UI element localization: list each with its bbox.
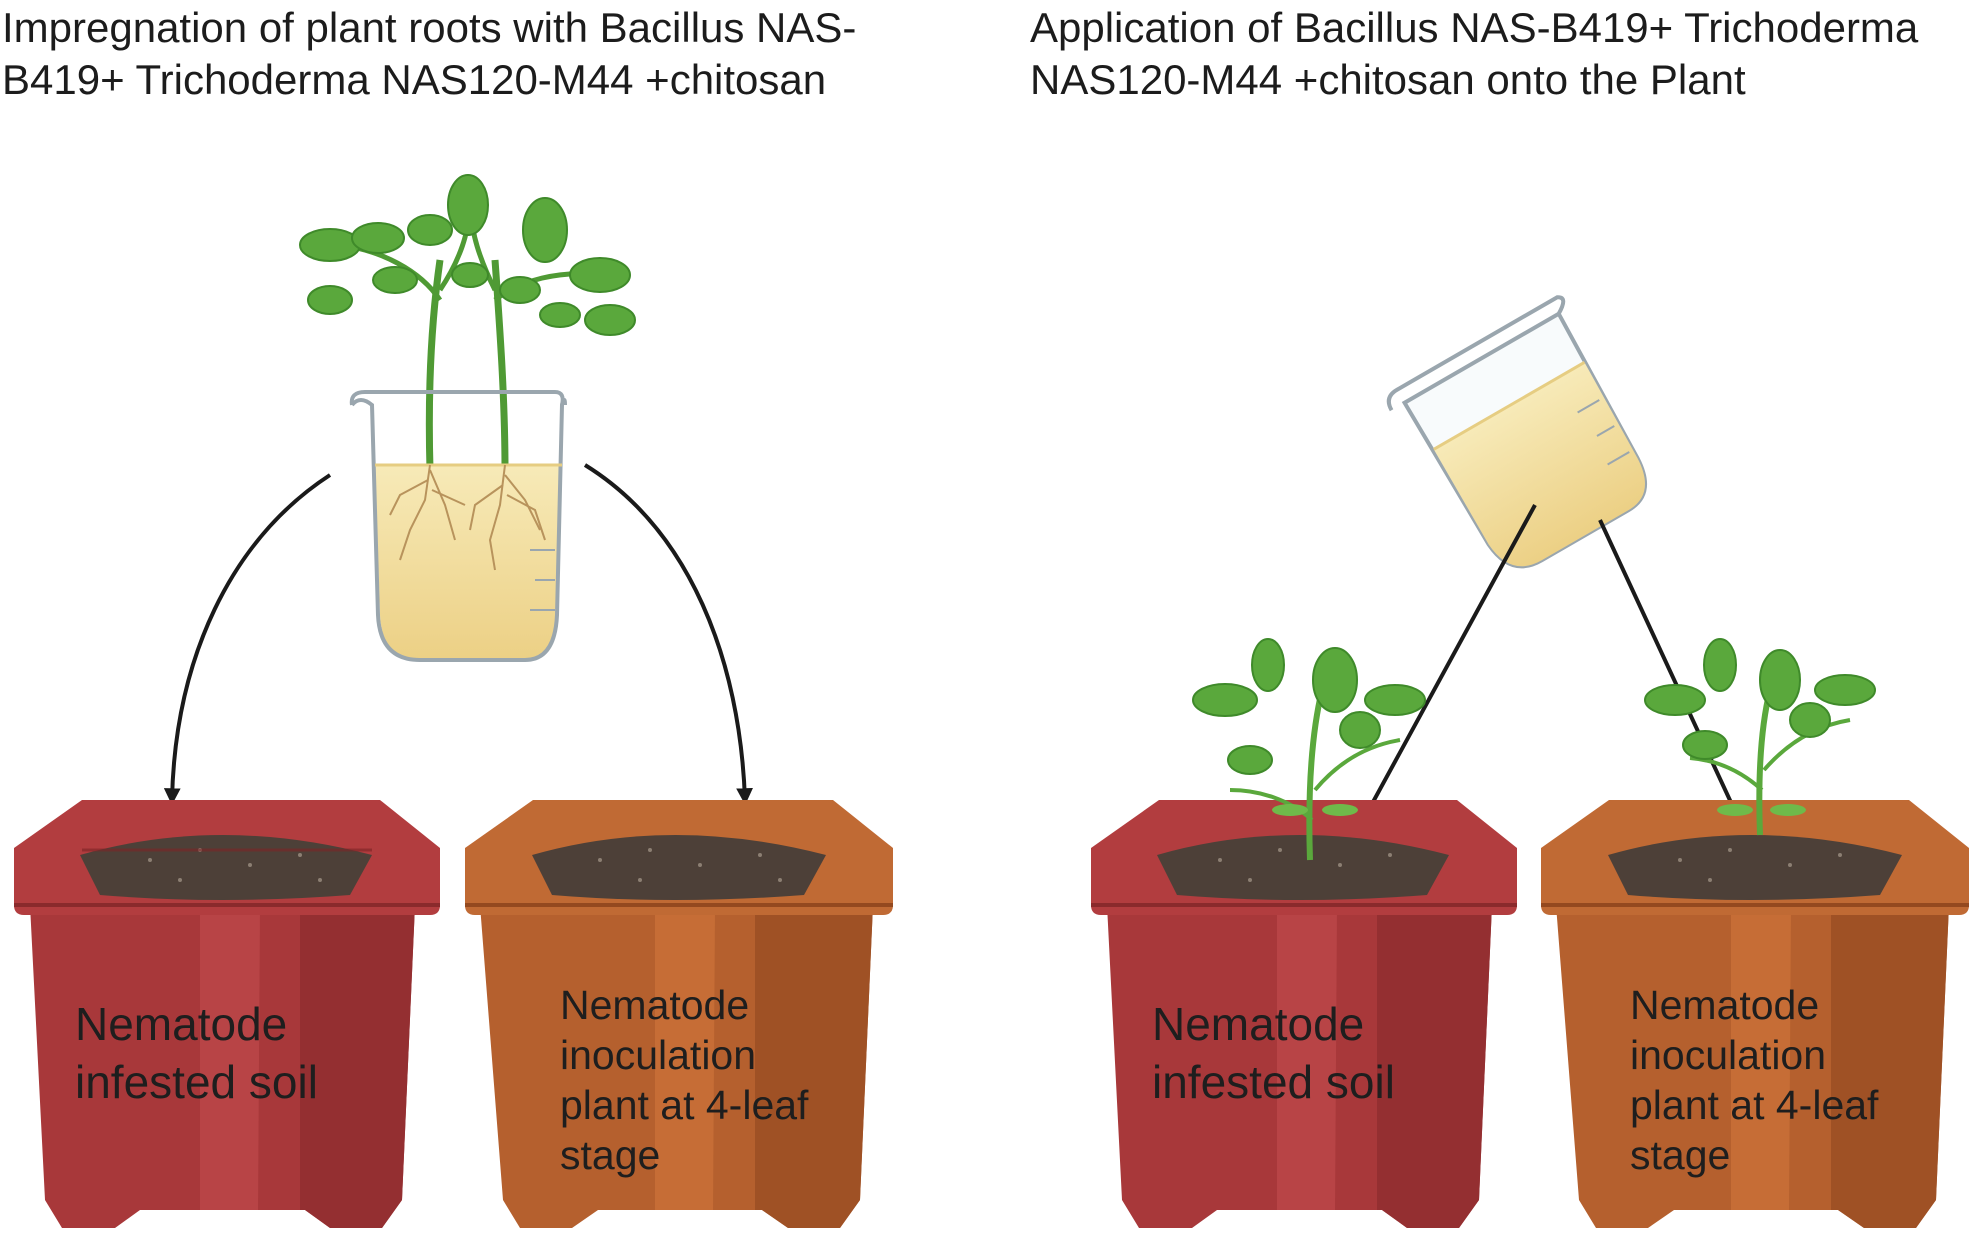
label-line: infested soil xyxy=(75,1056,318,1108)
left-title-line-1: Impregnation of plant roots with Bacillu… xyxy=(2,4,857,51)
right-title-line-1: Application of Bacillus NAS-B419+ Tricho… xyxy=(1030,4,1919,51)
right-panel-title: Application of Bacillus NAS-B419+ Tricho… xyxy=(1030,2,1918,106)
label-line: plant at 4-leaf xyxy=(1630,1082,1879,1128)
right-panel-illustration xyxy=(1091,295,1969,1228)
label-line: Nematode xyxy=(1152,998,1365,1050)
label-line: inoculation xyxy=(560,1032,757,1078)
label-line: Nematode xyxy=(75,998,288,1050)
left-red-pot-label: Nematode infested soil xyxy=(75,995,318,1111)
right-orange-pot-label: Nematode inoculation plant at 4-leaf sta… xyxy=(1630,980,1878,1180)
tilted-beaker-icon xyxy=(1386,295,1647,569)
orange-pot-right xyxy=(1541,800,1969,1228)
tomato-seedling-icon xyxy=(1644,638,1876,836)
tomato-seedlings-icon xyxy=(299,174,636,471)
label-line: stage xyxy=(560,1132,661,1178)
tomato-seedling-icon xyxy=(1192,638,1426,861)
arrow-to-red-pot-left xyxy=(163,473,332,806)
left-panel-illustration xyxy=(14,174,893,1228)
right-title-line-2: NAS120-M44 +chitosan onto the Plant xyxy=(1030,56,1746,103)
label-line: inoculation xyxy=(1630,1032,1827,1078)
label-line: Nematode xyxy=(560,982,750,1028)
left-orange-pot-label: Nematode inoculation plant at 4-leaf sta… xyxy=(560,980,808,1180)
red-pot-right xyxy=(1091,800,1517,1228)
arrow-to-orange-pot-left xyxy=(583,463,753,806)
orange-pot-left xyxy=(465,800,893,1228)
beaker-with-roots-icon xyxy=(349,390,567,662)
label-line: plant at 4-leaf xyxy=(560,1082,809,1128)
label-line: Nematode xyxy=(1630,982,1820,1028)
right-red-pot-label: Nematode infested soil xyxy=(1152,995,1395,1111)
left-panel-title: Impregnation of plant roots with Bacillu… xyxy=(2,2,856,106)
label-line: stage xyxy=(1630,1132,1731,1178)
red-pot-left xyxy=(14,800,440,1228)
left-title-line-2: B419+ Trichoderma NAS120-M44 +chitosan xyxy=(2,56,827,103)
arrow-to-red-pot-right xyxy=(1352,504,1537,840)
label-line: infested soil xyxy=(1152,1056,1395,1108)
